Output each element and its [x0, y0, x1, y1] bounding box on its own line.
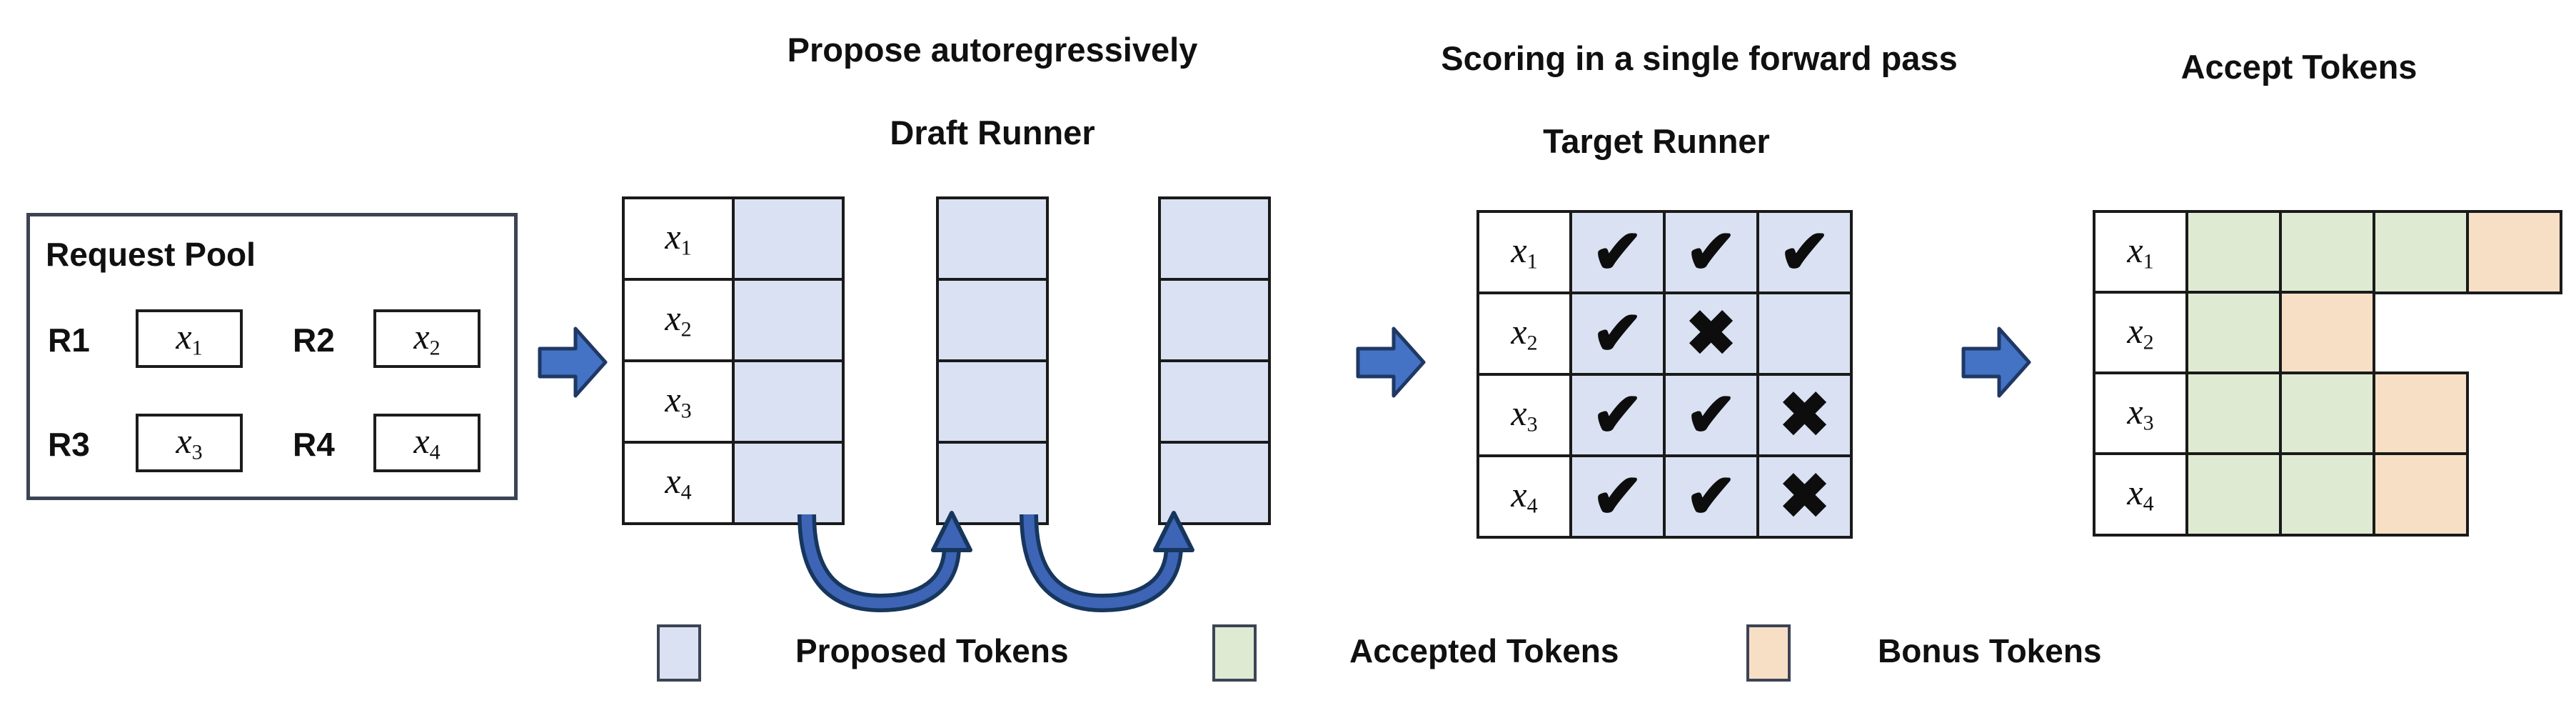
scoring-title: Scoring in a single forward pass: [1441, 39, 1958, 77]
proposed-token-cell: [1161, 281, 1268, 359]
loop-arrow-icon: [798, 511, 972, 613]
check-mark-cell: ✔: [1572, 376, 1663, 454]
proposed-token-cell: [735, 199, 842, 278]
cross-mark-cell: ✖: [1759, 376, 1850, 454]
token-label: x2: [413, 316, 441, 360]
draft-proposed-column-2: [936, 196, 1049, 525]
proposed-token-cell: [735, 444, 842, 522]
target-row-label: x4: [1479, 457, 1569, 536]
draft-row-label: x2: [625, 281, 732, 359]
token-label: x3: [665, 379, 692, 423]
accepted-token-cell: [2375, 213, 2466, 291]
token-label: x1: [2127, 229, 2154, 274]
token-label: x4: [1511, 474, 1538, 518]
target-table: x1✔✔✔x2✔✖x3✔✔✖x4✔✔✖: [1476, 210, 1853, 539]
legend-swatch-bonus: [1746, 624, 1791, 682]
flow-arrow-icon: [1961, 326, 2031, 398]
target-runner-title: Target Runner: [1543, 122, 1770, 160]
accept-row: x3: [2093, 372, 2469, 456]
token-label: x4: [2127, 472, 2154, 516]
accept-row-label: x1: [2095, 213, 2185, 291]
accept-row: x1: [2093, 210, 2562, 294]
proposed-token-cell: [939, 444, 1046, 522]
accept-row: x2: [2093, 291, 2375, 375]
bonus-token-cell: [2375, 455, 2466, 534]
token-label: x4: [413, 420, 441, 464]
proposed-token-cell: [735, 362, 842, 441]
request-pool-box: Request Pool R1 x1 R2 x2 R3 x3 R4 x4: [26, 213, 518, 500]
request-id-r3: R3: [48, 426, 90, 463]
token-label: x3: [1511, 392, 1538, 437]
legend-swatch-accepted: [1212, 624, 1257, 682]
accept-row-label: x2: [2095, 294, 2185, 372]
check-mark-cell: ✔: [1572, 294, 1663, 373]
token-label: x1: [176, 316, 203, 360]
token-label: x3: [2127, 391, 2154, 435]
target-row-label: x3: [1479, 376, 1569, 454]
request-token-box-r1: x1: [136, 309, 243, 368]
draft-proposed-column-3: [1158, 196, 1271, 525]
draft-runner-title: Draft Runner: [890, 114, 1095, 151]
check-mark-cell: ✔: [1666, 213, 1756, 291]
request-id-r1: R1: [48, 321, 90, 359]
proposed-token-cell: [939, 362, 1046, 441]
draft-row-label: x4: [625, 444, 732, 522]
request-id-r2: R2: [293, 321, 335, 359]
token-label: x2: [665, 297, 692, 341]
draft-row-label: x1: [625, 199, 732, 278]
check-mark-cell: ✔: [1759, 213, 1850, 291]
check-mark-cell: ✔: [1572, 213, 1663, 291]
proposed-token-cell: [1161, 199, 1268, 278]
target-row-label: x1: [1479, 213, 1569, 291]
accepted-token-cell: [2188, 374, 2279, 453]
accept-table: x1 x2 x3 x4: [2093, 210, 2564, 546]
cross-mark-cell: ✖: [1666, 294, 1756, 373]
token-label: x2: [1511, 311, 1538, 355]
request-pool-title: Request Pool: [46, 236, 256, 273]
accepted-token-cell: [2282, 455, 2373, 534]
proposed-token-cell: [1161, 362, 1268, 441]
request-token-box-r4: x4: [373, 414, 481, 472]
legend-label-proposed: Proposed Tokens: [795, 632, 1069, 669]
accept-row: x4: [2093, 452, 2469, 537]
token-label: x1: [665, 216, 692, 260]
draft-table: x1 x2 x3 x4: [622, 196, 845, 525]
propose-title: Propose autoregressively: [787, 31, 1198, 69]
accepted-token-cell: [2282, 374, 2373, 453]
proposed-token-cell: [939, 281, 1046, 359]
proposed-token-cell: [1161, 444, 1268, 522]
legend-label-bonus: Bonus Tokens: [1878, 632, 2102, 669]
cross-mark-cell: ✖: [1759, 457, 1850, 536]
proposed-token-cell: [735, 281, 842, 359]
accept-tokens-title: Accept Tokens: [2180, 48, 2417, 86]
check-mark-cell: ✔: [1666, 376, 1756, 454]
accept-row-label: x3: [2095, 374, 2185, 453]
draft-row-label: x3: [625, 362, 732, 441]
request-id-r4: R4: [293, 426, 335, 463]
accepted-token-cell: [2188, 213, 2279, 291]
check-mark-cell: ✔: [1666, 457, 1756, 536]
bonus-token-cell: [2375, 374, 2466, 453]
flow-arrow-icon: [538, 326, 608, 398]
accept-row-label: x4: [2095, 455, 2185, 534]
loop-arrow-icon: [1020, 511, 1194, 613]
legend-swatch-proposed: [657, 624, 701, 682]
flow-arrow-icon: [1356, 326, 1426, 398]
empty-score-cell: [1759, 294, 1850, 373]
bonus-token-cell: [2282, 294, 2373, 372]
legend-label-accepted: Accepted Tokens: [1349, 632, 1619, 669]
proposed-token-cell: [939, 199, 1046, 278]
accepted-token-cell: [2282, 213, 2373, 291]
request-token-box-r3: x3: [136, 414, 243, 472]
target-row-label: x2: [1479, 294, 1569, 373]
accepted-token-cell: [2188, 294, 2279, 372]
accepted-token-cell: [2188, 455, 2279, 534]
token-label: x4: [665, 460, 692, 504]
token-label: x3: [176, 420, 203, 464]
token-label: x2: [2127, 310, 2154, 354]
bonus-token-cell: [2469, 213, 2560, 291]
token-label: x1: [1511, 229, 1538, 274]
check-mark-cell: ✔: [1572, 457, 1663, 536]
request-token-box-r2: x2: [373, 309, 481, 368]
